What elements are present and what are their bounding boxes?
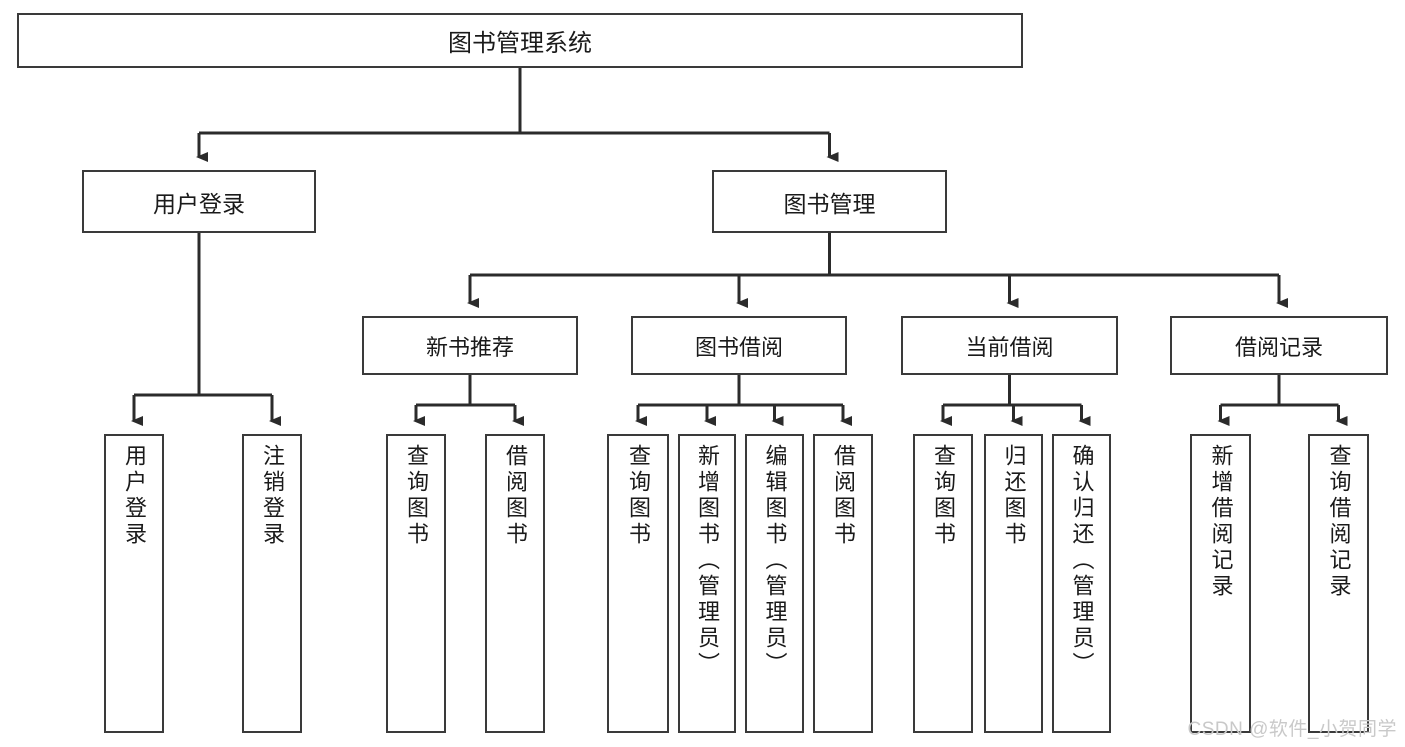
node-user-login[interactable]: 用户登录 (82, 170, 316, 233)
leaf-node-leaf-edit-book[interactable]: 编辑图书（管理员） (745, 434, 804, 733)
leaf-node-leaf-query-book-2[interactable]: 查询图书 (607, 434, 669, 733)
node-label: 图书管理系统 (448, 30, 592, 57)
node-book-management[interactable]: 图书管理 (712, 170, 947, 233)
node-label: 新增图书（管理员） (695, 444, 720, 678)
leaf-node-leaf-borrow-book-1[interactable]: 借阅图书 (485, 434, 545, 733)
node-label: 借阅记录 (1234, 334, 1323, 360)
node-label: 编辑图书（管理员） (762, 444, 788, 678)
node-label: 图书借阅 (694, 334, 783, 360)
csdn-watermark: CSDN @软件_小贺同学 (1187, 719, 1397, 740)
node-book-borrow[interactable]: 图书借阅 (631, 316, 847, 375)
leaf-node-leaf-logout[interactable]: 注销登录 (242, 434, 302, 733)
node-label: 借阅图书 (831, 444, 856, 548)
leaf-node-leaf-user-login[interactable]: 用户登录 (104, 434, 164, 733)
node-label: 查询图书 (931, 444, 956, 548)
node-label: 确认归还（管理员） (1069, 444, 1095, 678)
leaf-node-leaf-add-record[interactable]: 新增借阅记录 (1190, 434, 1251, 733)
node-label: 归还图书 (1001, 444, 1027, 548)
node-borrow-record[interactable]: 借阅记录 (1170, 316, 1388, 375)
node-label: 查询借阅记录 (1326, 444, 1352, 600)
node-label: 借阅图书 (503, 444, 528, 548)
leaf-node-leaf-borrow-book-2[interactable]: 借阅图书 (813, 434, 873, 733)
leaf-node-leaf-query-book-3[interactable]: 查询图书 (913, 434, 973, 733)
leaf-node-leaf-add-book[interactable]: 新增图书（管理员） (678, 434, 736, 733)
leaf-node-leaf-query-book-1[interactable]: 查询图书 (386, 434, 446, 733)
node-new-book-recommend[interactable]: 新书推荐 (362, 316, 578, 375)
node-label: 查询图书 (404, 444, 429, 548)
node-label: 图书管理 (783, 190, 876, 217)
node-current-borrow[interactable]: 当前借阅 (901, 316, 1118, 375)
node-label: 新书推荐 (425, 334, 514, 360)
node-label: 新增借阅记录 (1208, 444, 1234, 600)
node-label: 查询图书 (626, 444, 651, 548)
node-label: 注销登录 (260, 444, 285, 548)
leaf-node-leaf-return-book[interactable]: 归还图书 (984, 434, 1043, 733)
node-label: 当前借阅 (965, 334, 1054, 360)
node-label: 用户登录 (122, 444, 147, 548)
node-root[interactable]: 图书管理系统 (17, 13, 1023, 68)
leaf-node-leaf-confirm-return[interactable]: 确认归还（管理员） (1052, 434, 1111, 733)
node-label: 用户登录 (153, 190, 245, 217)
leaf-node-leaf-query-record[interactable]: 查询借阅记录 (1308, 434, 1369, 733)
